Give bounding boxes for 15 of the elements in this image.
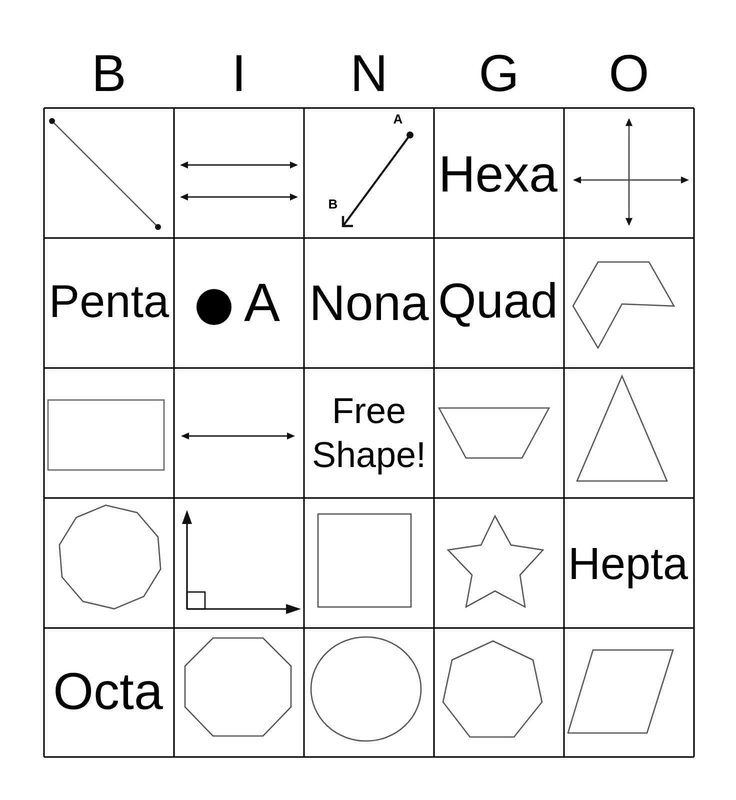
shape-name: Quad: [438, 274, 558, 330]
shape-name: Octa: [53, 662, 163, 722]
shape-name: Hexa: [438, 145, 558, 203]
point-label: A: [244, 272, 280, 334]
column-letter: N: [350, 44, 388, 104]
column-letter: I: [232, 44, 246, 104]
column-letter: G: [478, 44, 520, 104]
column-letter: O: [608, 44, 650, 104]
shape-name: Nona: [309, 275, 429, 331]
free-space-text: Free Shape!: [312, 389, 426, 477]
column-letter: B: [92, 44, 126, 104]
point-label: B: [328, 198, 338, 212]
shape-name: Penta: [48, 276, 170, 328]
point-label: A: [393, 112, 403, 128]
shape-name: Hepta: [568, 538, 688, 590]
